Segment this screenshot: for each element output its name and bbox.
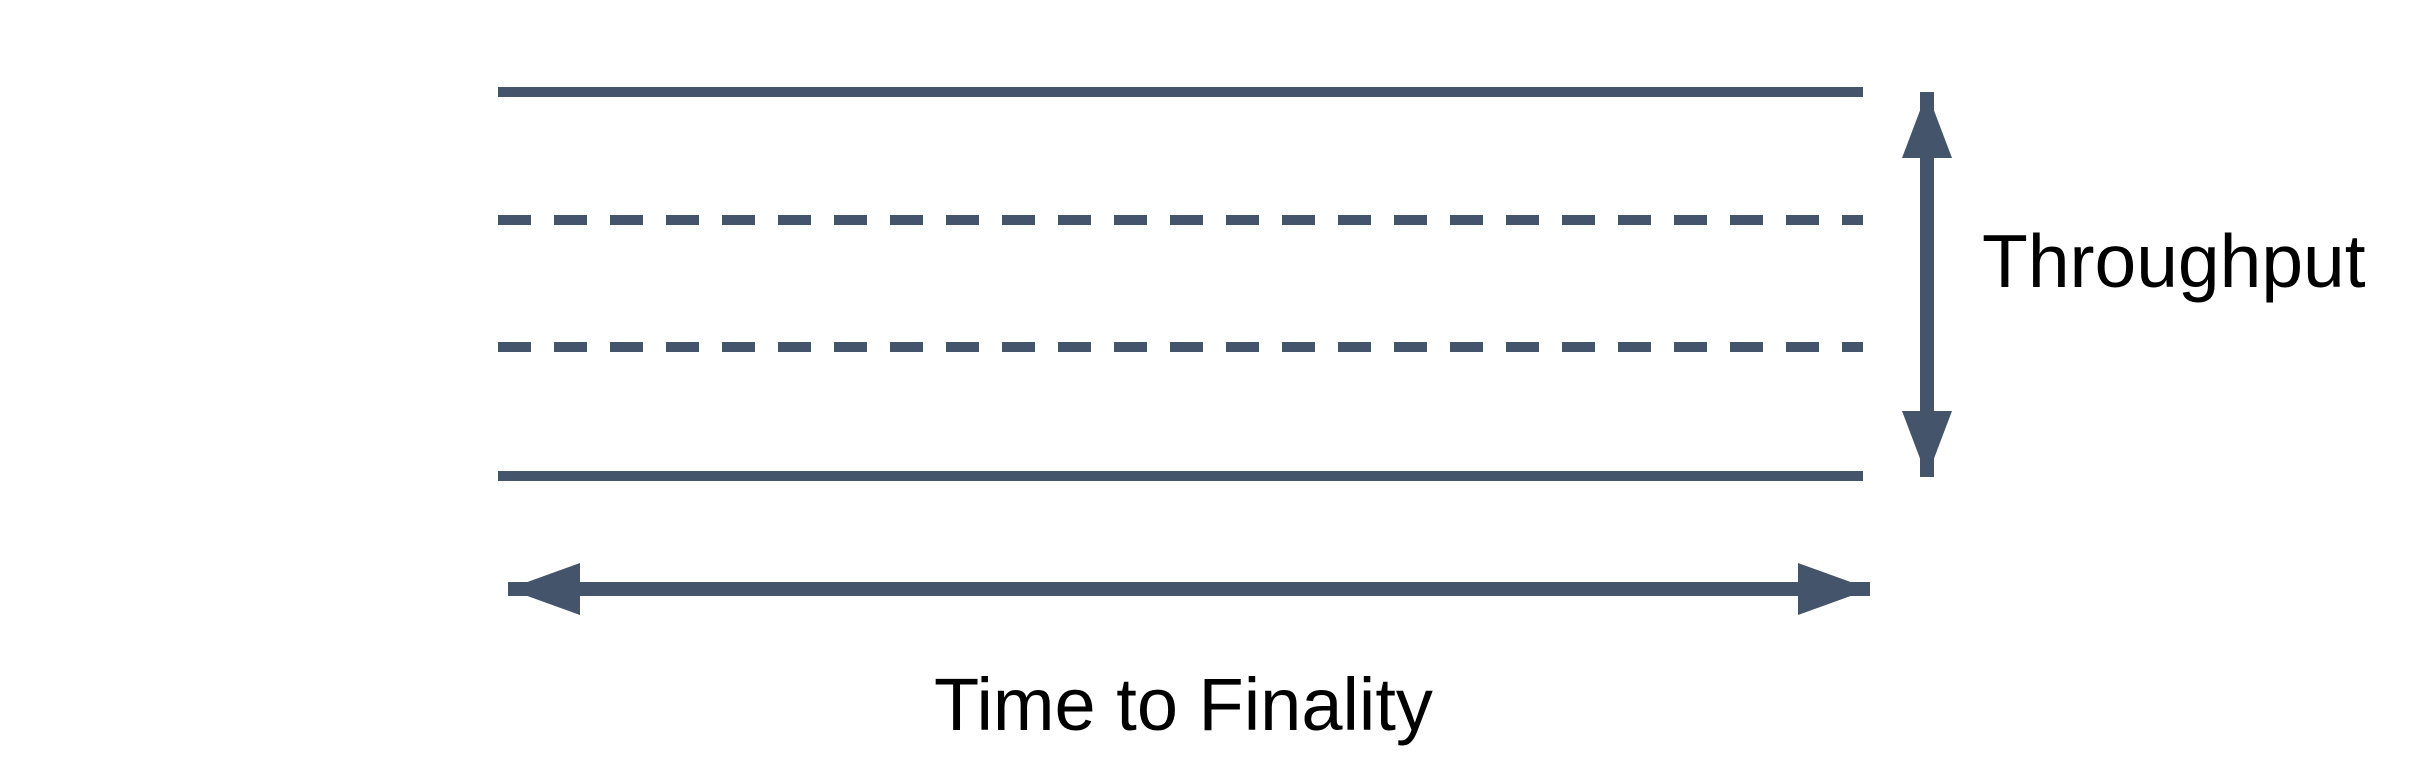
throughput-arrow-shaft [1920,92,1934,477]
throughput-arrow-head-up [1902,92,1952,158]
throughput-arrow-head-down [1902,411,1952,477]
time-to-finality-arrow-shaft [508,582,1870,596]
time-to-finality-arrow-head-left [508,563,580,615]
time-to-finality-arrow-group [508,563,1870,615]
time-to-finality-arrow-head-right [1798,563,1870,615]
throughput-axis-label: Throughput [1982,219,2366,303]
lane-lines-group [498,87,1863,481]
time-to-finality-axis-label: Time to Finality [934,663,1433,746]
throughput-arrow-group [1902,92,1952,477]
